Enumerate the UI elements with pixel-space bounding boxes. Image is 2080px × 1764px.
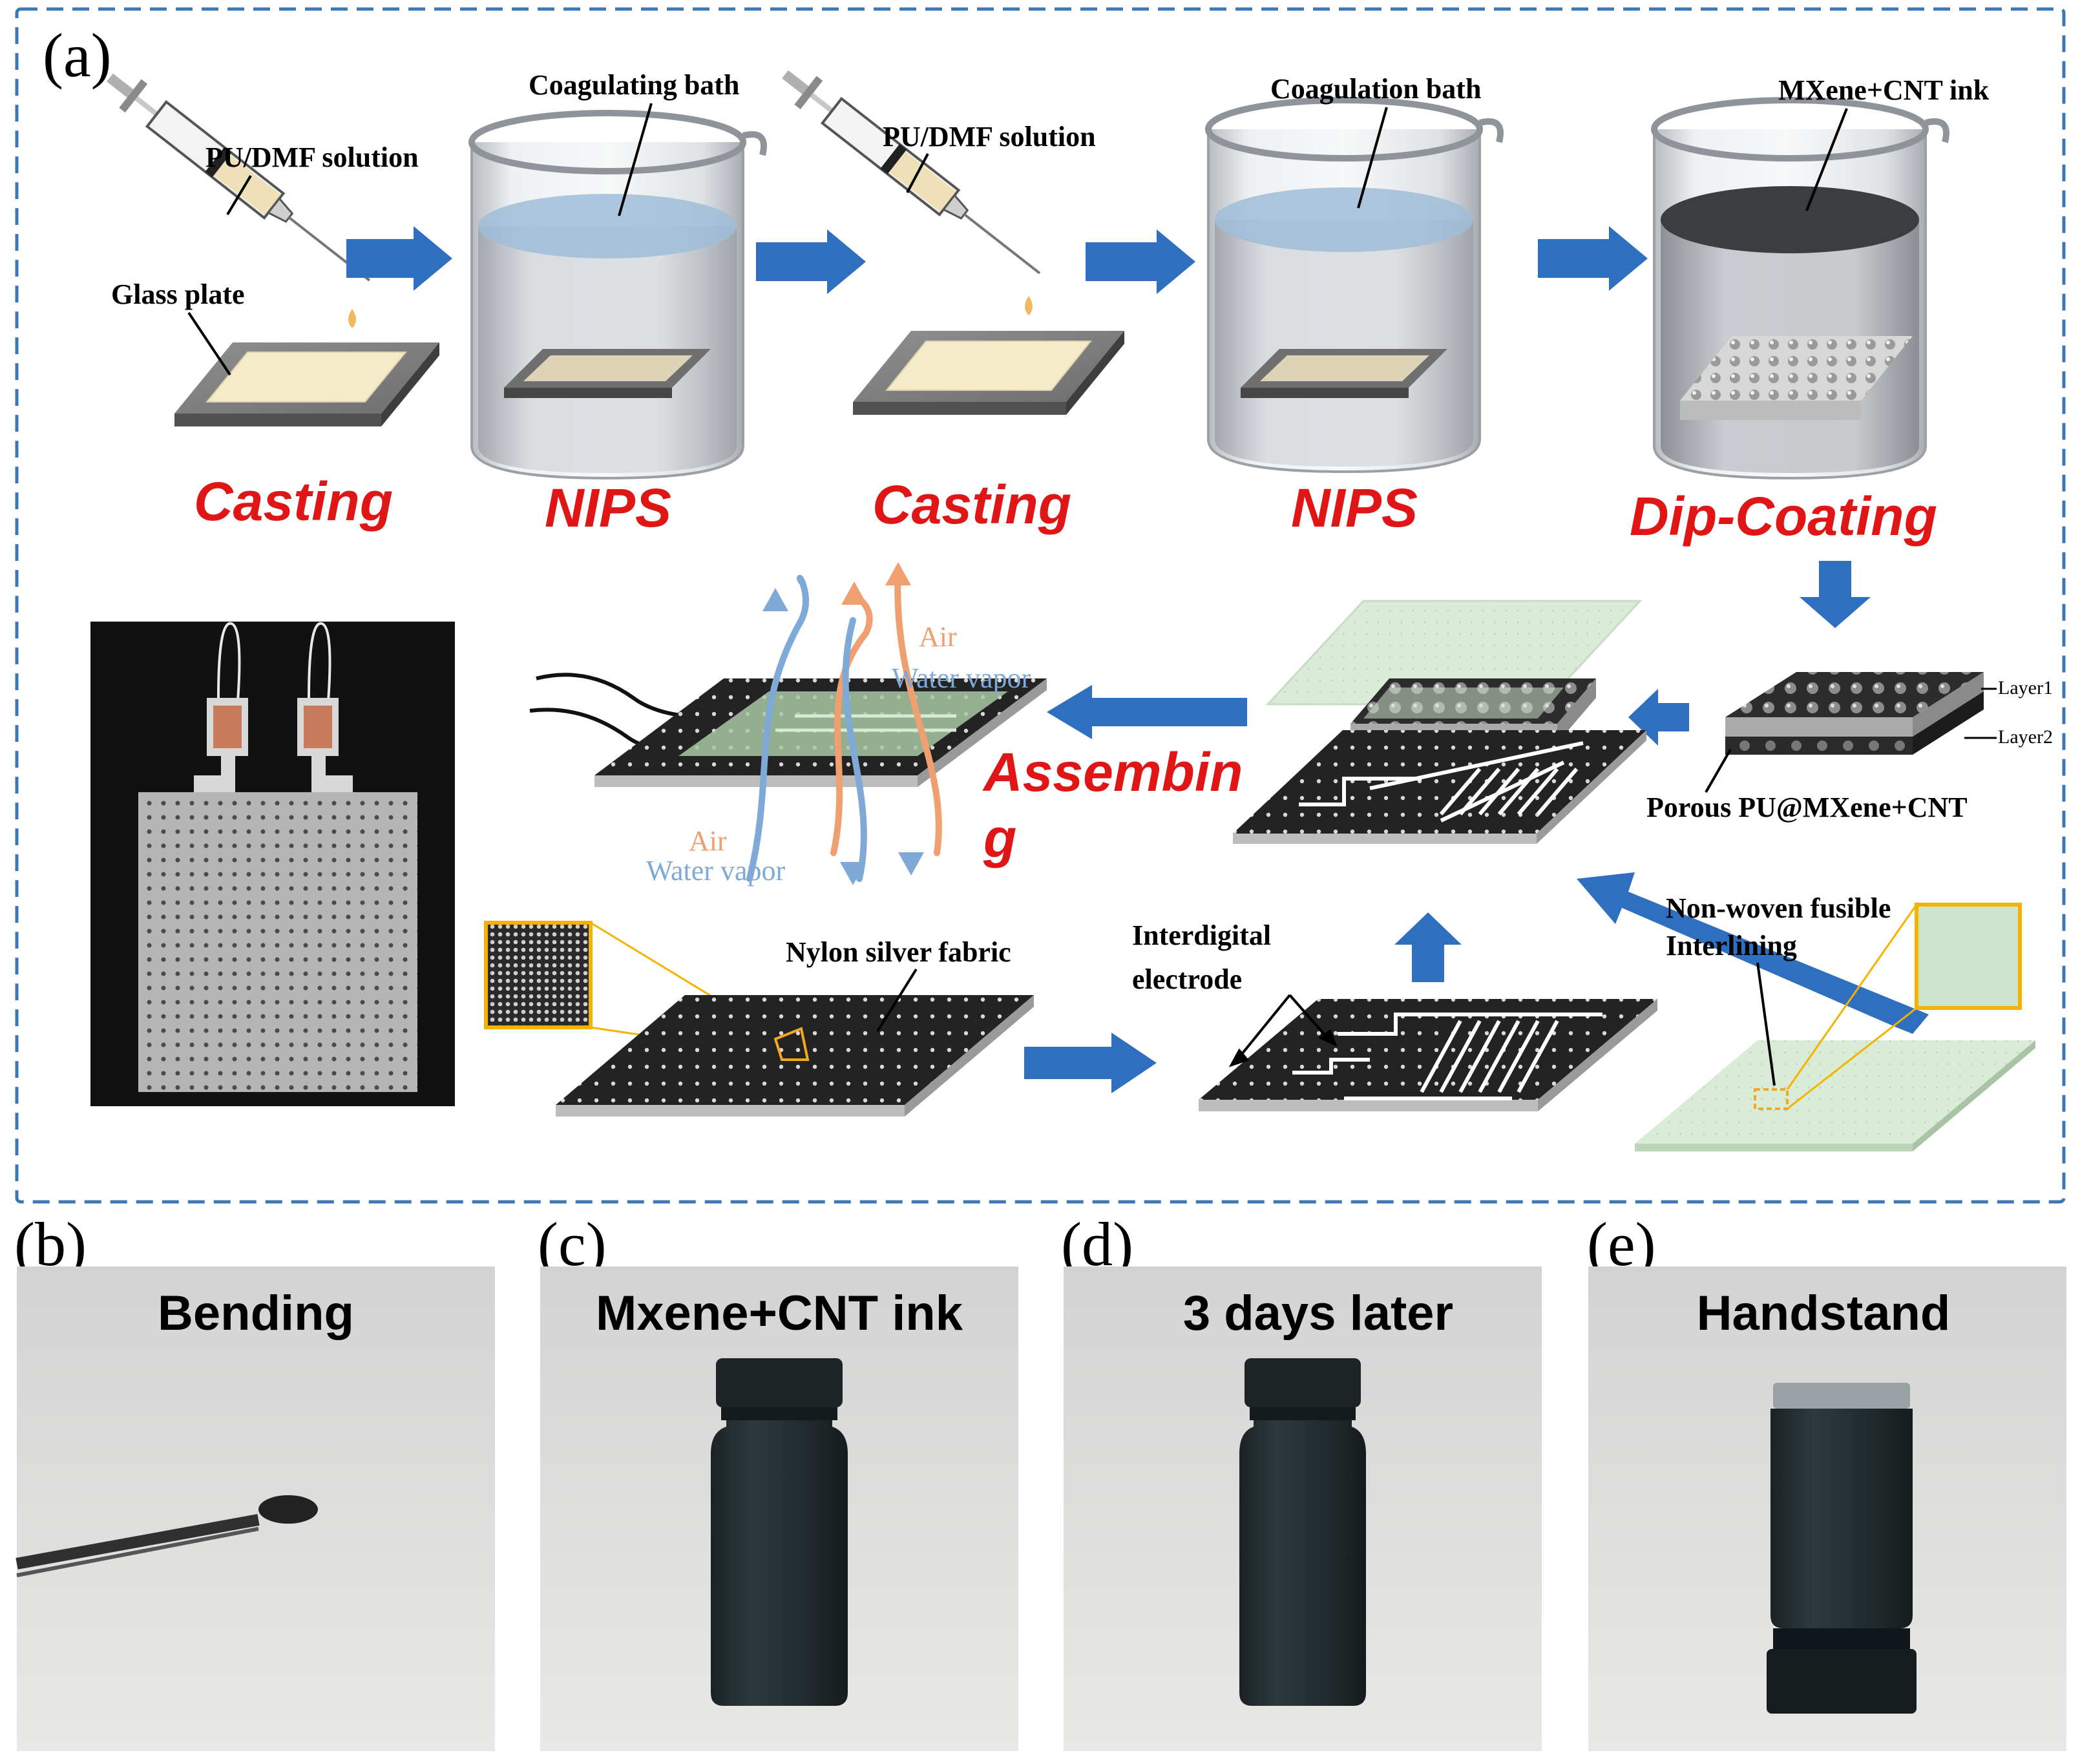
arrow-diagonal-1 <box>1577 872 1929 1034</box>
glass-plate-1 <box>174 342 439 426</box>
step-nips-2: NIPS <box>1291 478 1418 538</box>
panel-b-photo <box>17 1266 495 1751</box>
leader-nylon-silver-fabric <box>876 968 918 1033</box>
assembled-sensor <box>529 673 1047 787</box>
arrow-up-1 <box>1394 912 1462 982</box>
arrow-down-1 <box>1800 561 1871 628</box>
label-pu-dmf-1: PU/DMF solution <box>205 142 419 173</box>
sensor-photo <box>90 622 455 1106</box>
assembly-exploded <box>1233 600 1646 844</box>
leader-porous-pu <box>1705 749 1732 793</box>
label-glass-plate: Glass plate <box>111 278 245 310</box>
syringe-1 <box>107 73 371 282</box>
label-water-vapor-top: Water vapor <box>892 662 1031 694</box>
leader-nonwoven <box>1756 962 1776 1086</box>
label-layer2: Layer2 <box>1998 726 2053 748</box>
porous-sample <box>1725 672 1984 755</box>
label-nonwoven-line1: Non-woven fusible <box>1666 892 1891 924</box>
panel-b-title: Bending <box>158 1286 354 1341</box>
glass-plate-2 <box>853 331 1124 415</box>
arrow-right-1 <box>346 226 452 291</box>
step-assembling-line1: Assembin <box>982 742 1243 803</box>
label-layer1: Layer1 <box>1998 677 2053 698</box>
label-air-bottom: Air <box>689 825 727 857</box>
panel-a-tag: (a) <box>43 21 112 90</box>
leader-pu-dmf-2 <box>906 153 929 193</box>
ink-bottle-e <box>1767 1383 1917 1714</box>
panel-d-title: 3 days later <box>1183 1286 1453 1341</box>
interlining-sheet <box>1635 904 2035 1151</box>
zoom-inset-interlining <box>1915 903 2022 1010</box>
syringe-2 <box>782 70 1041 275</box>
flow-lines-top <box>746 562 942 885</box>
label-pu-dmf-2: PU/DMF solution <box>883 121 1096 152</box>
droplet-2 <box>1025 296 1033 315</box>
arrow-right-5 <box>1024 1033 1157 1093</box>
tweezers <box>16 1514 260 1570</box>
step-casting-2: Casting <box>872 474 1071 535</box>
droplet-1 <box>348 309 356 328</box>
beaker-dip-coating <box>1651 97 1949 480</box>
label-nonwoven-line2: Interlining <box>1666 930 1797 961</box>
bent-sample <box>258 1495 318 1524</box>
leader-mxene-cnt-ink <box>1805 108 1848 211</box>
beaker-nips-1 <box>468 110 767 480</box>
panel-e: (e) Handstand <box>1587 1210 2066 1751</box>
step-dip-coating: Dip-Coating <box>1630 486 1937 547</box>
step-nips-1: NIPS <box>545 478 671 538</box>
leader-glass-plate <box>187 311 231 376</box>
step-casting-1: Casting <box>194 471 393 532</box>
panel-c: (c) Mxene+CNT ink <box>538 1210 1018 1751</box>
leader-pu-dmf-1 <box>226 174 252 216</box>
ink-bottle-c <box>711 1358 848 1706</box>
zoom-inset-fabric <box>484 921 808 1061</box>
panel-a-frame <box>15 7 2066 1204</box>
step-assembling-line2: g <box>983 808 1016 868</box>
label-air-top: Air <box>919 621 957 653</box>
label-coagulating-bath: Coagulating bath <box>529 69 739 101</box>
label-water-vapor-bottom: Water vapor <box>646 855 785 887</box>
arrow-right-3 <box>1086 229 1195 294</box>
leader-coagulation-bath <box>1357 107 1388 209</box>
panel-b: (b) Bending <box>14 1210 495 1751</box>
label-interdigital-line1: Interdigital <box>1132 919 1271 951</box>
tweezers-tip <box>16 1527 259 1577</box>
leaders-interdigital <box>1228 994 1338 1067</box>
leader-coagulating-bath <box>618 103 653 216</box>
beaker-nips-2 <box>1205 97 1504 474</box>
label-mxene-cnt-ink: MXene+CNT ink <box>1778 74 1990 106</box>
panel-d: (d) 3 days later <box>1061 1210 1542 1751</box>
arrow-right-2 <box>756 229 866 294</box>
label-porous-pu: Porous PU@MXene+CNT <box>1646 792 1968 823</box>
label-coagulation-bath: Coagulation bath <box>1270 73 1481 105</box>
interdigital-electrode-sheet <box>1199 999 1657 1111</box>
label-interdigital-line2: electrode <box>1132 963 1242 995</box>
panel-c-title: Mxene+CNT ink <box>596 1286 963 1341</box>
panel-e-title: Handstand <box>1697 1286 1951 1341</box>
label-nylon-silver-fabric: Nylon silver fabric <box>786 936 1011 968</box>
panel-a: (a) PU/DMF solution Glass plate Casting <box>15 7 2066 1204</box>
ink-bottle-d <box>1239 1358 1366 1706</box>
nylon-fabric-sheet <box>556 995 1034 1117</box>
arrow-right-4 <box>1538 226 1648 291</box>
arrow-left-2 <box>1047 685 1247 739</box>
